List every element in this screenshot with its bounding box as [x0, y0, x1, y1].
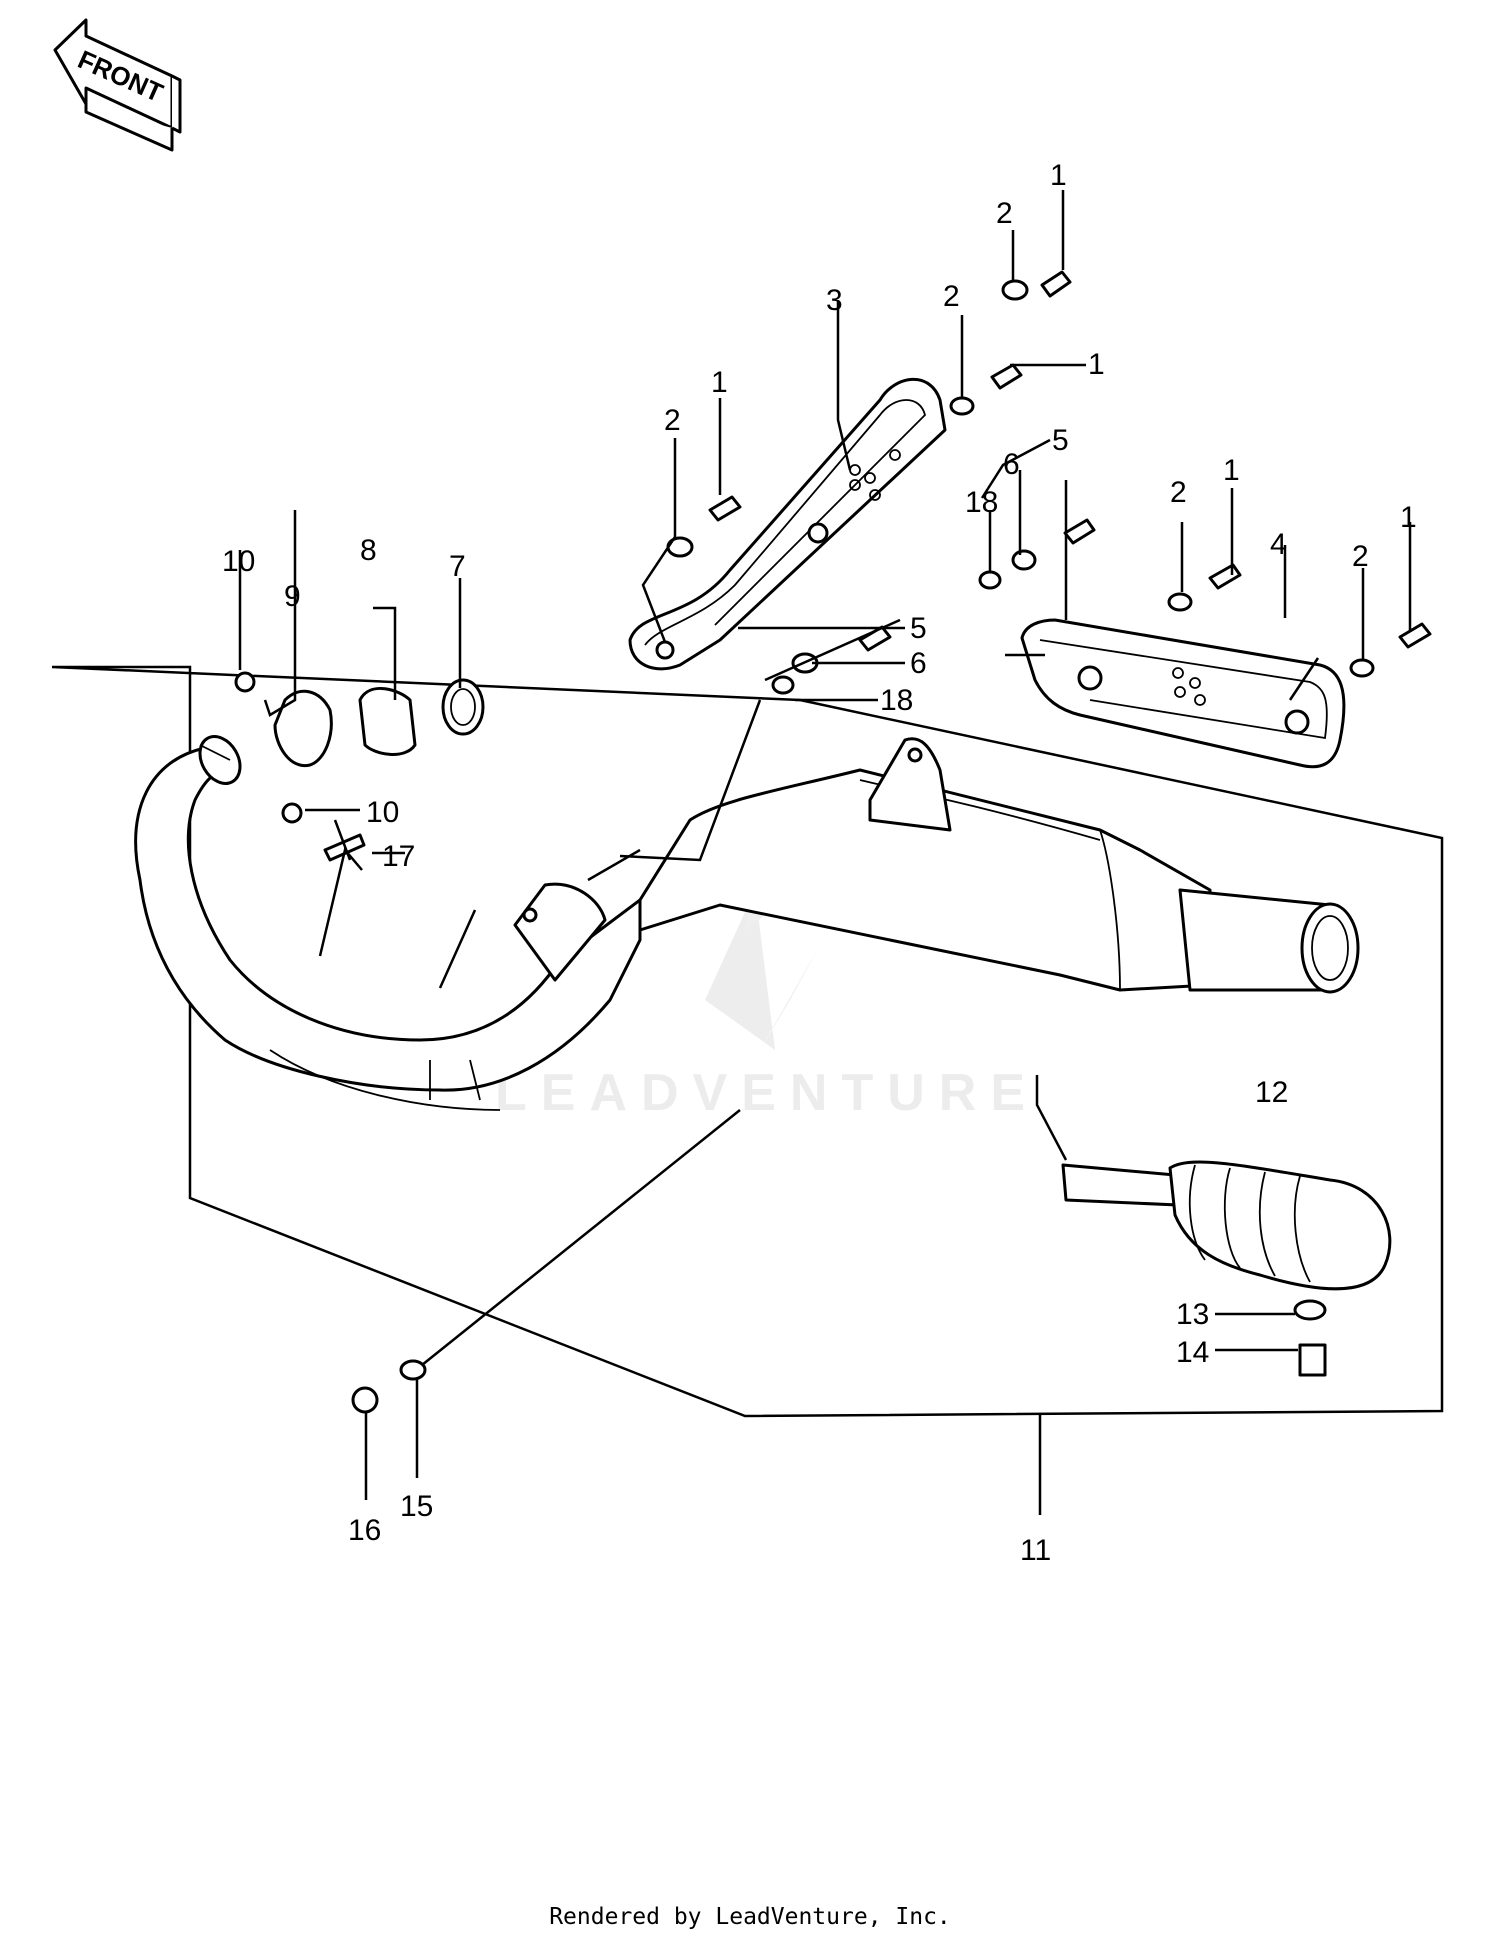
callout-12: 12: [1255, 1076, 1288, 1109]
callout-1: 1: [1088, 348, 1105, 381]
spark-arrestor: [1061, 1160, 1392, 1291]
callout-13: 13: [1176, 1298, 1209, 1331]
nut-16: [351, 1386, 379, 1414]
callout-11: 11: [1020, 1534, 1051, 1567]
washer-13: [1293, 1299, 1327, 1321]
callout-7: 7: [449, 550, 466, 583]
callout-3: 3: [826, 284, 843, 317]
svg-text:LEADVENTURE: LEADVENTURE: [495, 1064, 1039, 1122]
exhaust-joint-parts: [234, 671, 485, 862]
callout-1: 1: [1050, 159, 1067, 192]
gasket-7: [441, 678, 485, 736]
callout-1: 1: [711, 366, 728, 399]
callout-numbers: 1 1 1 1 1 2 2 2 2 2 3 4 5 5 6 6 7 8 9 10…: [222, 159, 1417, 1567]
callout-6: 6: [910, 647, 927, 680]
callout-18: 18: [965, 486, 998, 519]
nut-10-lower: [281, 802, 303, 824]
callout-2: 2: [943, 280, 960, 313]
callout-5: 5: [910, 612, 927, 645]
callout-2: 2: [1352, 540, 1369, 573]
callout-4: 4: [1270, 528, 1287, 561]
nut-10-upper: [234, 671, 256, 693]
callout-17: 17: [382, 840, 415, 873]
leader-lines: [238, 190, 1412, 1515]
leadventure-watermark: LEADVENTURE: [495, 850, 1039, 1122]
heat-shield-lower: [1020, 618, 1346, 769]
callout-18: 18: [880, 684, 913, 717]
callout-2: 2: [664, 404, 681, 437]
footer-credit: Rendered by LeadVenture, Inc.: [549, 1904, 951, 1930]
muffler: [513, 737, 1360, 994]
washer-15: [399, 1359, 427, 1381]
callout-16: 16: [348, 1514, 381, 1547]
callout-9: 9: [284, 580, 301, 613]
collar-8: [358, 686, 417, 756]
flange-9: [273, 689, 333, 768]
callout-10: 10: [222, 545, 255, 578]
callout-1: 1: [1223, 454, 1240, 487]
callout-14: 14: [1176, 1336, 1209, 1369]
bolt-14: [1298, 1343, 1327, 1377]
callout-15: 15: [400, 1490, 433, 1523]
exhaust-header-pipe: [134, 735, 642, 1111]
heat-shield-upper: [628, 377, 947, 671]
callout-2: 2: [996, 197, 1013, 230]
fasteners: [351, 270, 1432, 1414]
callout-5: 5: [1052, 424, 1069, 457]
callout-1: 1: [1400, 501, 1417, 534]
callout-10: 10: [366, 796, 399, 829]
front-direction-arrow: FRONT: [53, 18, 182, 152]
callout-8: 8: [360, 534, 377, 567]
callout-2: 2: [1170, 476, 1187, 509]
callout-6: 6: [1003, 448, 1020, 481]
